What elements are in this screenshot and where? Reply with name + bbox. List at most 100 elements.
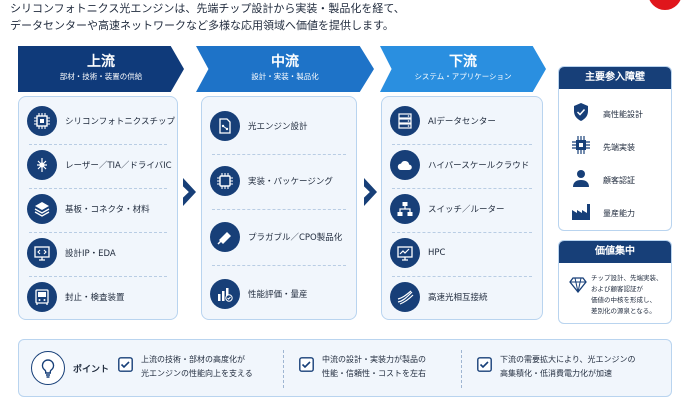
server-icon [390,106,420,136]
divider [212,154,346,155]
stage-title: 中流 [271,54,299,70]
points-bar: ポイント 上流の技術・部材の高度化が 光エンジンの性能向上を支える 中流の設計・… [18,339,672,397]
laser-icon [27,150,57,180]
list-item: 量産能力 [571,202,635,224]
item-label: 設計IP・EDA [65,249,116,259]
shield-check-icon [571,102,591,126]
network-icon [390,194,420,224]
item-label: 封止・検査装置 [65,293,125,303]
list-item: 実装・パッケージング [210,164,348,198]
point-item: 上流の技術・部材の高度化が 光エンジンの性能向上を支える [118,353,253,381]
point-item: 下流の需要拡大により、光エンジンの 高集積化・低消費電力化が加速 [477,353,636,381]
list-item: 高性能設計 [571,103,643,125]
corner-badge [648,0,682,10]
intro-text: シリコンフォトニクス光エンジンは、先端チップ設計から実装・製品化を経て、 データ… [10,0,590,34]
list-item: スイッチ／ルーター [390,192,534,226]
panel-title: 価値集中 [559,241,671,263]
code-monitor-icon [27,238,57,268]
divider [392,232,532,233]
item-label: 性能評価・量産 [248,290,308,300]
machine-icon [27,282,57,312]
point-line: 上流の技術・部材の高度化が [141,355,245,364]
barriers-panel: 主要参入障壁 高性能設計 先端実装 顧客認証 量産能力 [558,66,672,231]
divider [392,276,532,277]
diamond-icon [569,277,587,297]
midstream-column: 光エンジン設計 実装・パッケージング プラガブル／CPO製品化 性能評価・量産 [201,96,357,320]
list-item: 設計IP・EDA [27,236,169,270]
divider [283,350,284,388]
stage-subtitle: システム・アプリケーション [414,72,512,81]
panel-title: 主要参入障壁 [559,67,671,89]
list-item: ハイパースケールクラウド [390,148,534,182]
points-label: ポイント [73,365,110,375]
divider [29,188,167,189]
list-item: AIデータセンター [390,104,534,138]
item-label: 量産能力 [603,208,635,218]
item-label: 実装・パッケージング [248,177,333,187]
stage-title: 上流 [87,54,115,70]
divider [29,232,167,233]
layers-icon [27,194,57,224]
list-item: 顧客認証 [571,169,635,191]
divider [29,276,167,277]
list-item: 性能評価・量産 [210,277,348,311]
divider [461,350,462,388]
intro-line-1: シリコンフォトニクス光エンジンは、先端チップ設計から実装・製品化を経て、 [10,2,405,15]
value-line: 差別化の源泉となる。 [591,307,656,315]
downstream-column: AIデータセンター ハイパースケールクラウド スイッチ／ルーター HPC 高速光… [381,96,543,320]
item-label: AIデータセンター [428,117,496,127]
item-label: HPC [428,248,446,258]
point-line: 下流の需要拡大により、光エンジンの [500,355,636,364]
list-item: 封止・検査装置 [27,280,169,314]
stage-upstream-header: 上流 部材・技術・装置の供給 [18,46,184,92]
list-item: 基板・コネクタ・材料 [27,192,169,226]
point-line: 高集積化・低消費電力化が加速 [500,369,612,378]
item-label: レーザー／TIA／ドライバIC [65,161,172,171]
cloud-icon [390,150,420,180]
hpc-monitor-icon [390,238,420,268]
item-label: 高性能設計 [603,109,643,119]
value-description: チップ設計、先端実装、 および顧客認証が 価値の中核を形成し、 差別化の源泉とな… [591,273,671,317]
chip-icon [571,135,591,159]
point-line: 性能・信頼性・コストを左右 [322,369,426,378]
package-chip-icon [210,166,240,196]
stage-title: 下流 [449,54,477,70]
value-line: チップ設計、先端実装、 [591,274,663,282]
item-label: 光エンジン設計 [248,122,308,132]
list-item: 光エンジン設計 [210,109,348,143]
item-label: ハイパースケールクラウド [428,161,530,171]
factory-icon [571,201,591,225]
checkbox-icon [299,357,314,372]
design-doc-icon [210,111,240,141]
divider [212,209,346,210]
checkbox-icon [118,357,133,372]
upstream-column: シリコンフォトニクスチップ レーザー／TIA／ドライバIC 基板・コネクタ・材料… [18,96,178,320]
checkbox-icon [477,357,492,372]
lightbulb-icon [31,351,65,385]
divider [392,144,532,145]
stage-subtitle: 部材・技術・装置の供給 [59,72,143,81]
stage-subtitle: 設計・実装・製品化 [251,72,319,81]
item-label: 顧客認証 [603,175,635,185]
value-line: 価値の中核を形成し、 [591,296,656,304]
list-item: プラガブル／CPO製品化 [210,220,348,254]
divider [212,265,346,266]
transceiver-icon [210,222,240,252]
item-label: シリコンフォトニクスチップ [65,117,175,127]
flow-arrow-icon [364,178,377,206]
stage-midstream-header: 中流 設計・実装・製品化 [196,46,374,92]
intro-line-2: データセンターや高速ネットワークなど多様な応用領域へ価値を提供します。 [10,19,394,32]
list-item: レーザー／TIA／ドライバIC [27,148,172,182]
point-line: 光エンジンの性能向上を支える [141,369,253,378]
item-label: 基板・コネクタ・材料 [65,205,150,215]
chip-icon [27,106,57,136]
divider [29,144,167,145]
value-panel: 価値集中 チップ設計、先端実装、 および顧客認証が 価値の中核を形成し、 差別化… [558,240,672,324]
flow-arrow-icon [183,178,196,206]
item-label: 先端実装 [603,142,635,152]
value-line: および顧客認証が [591,285,643,293]
user-icon [571,168,591,192]
item-label: スイッチ／ルーター [428,205,505,215]
item-label: プラガブル／CPO製品化 [248,233,343,243]
divider [392,188,532,189]
